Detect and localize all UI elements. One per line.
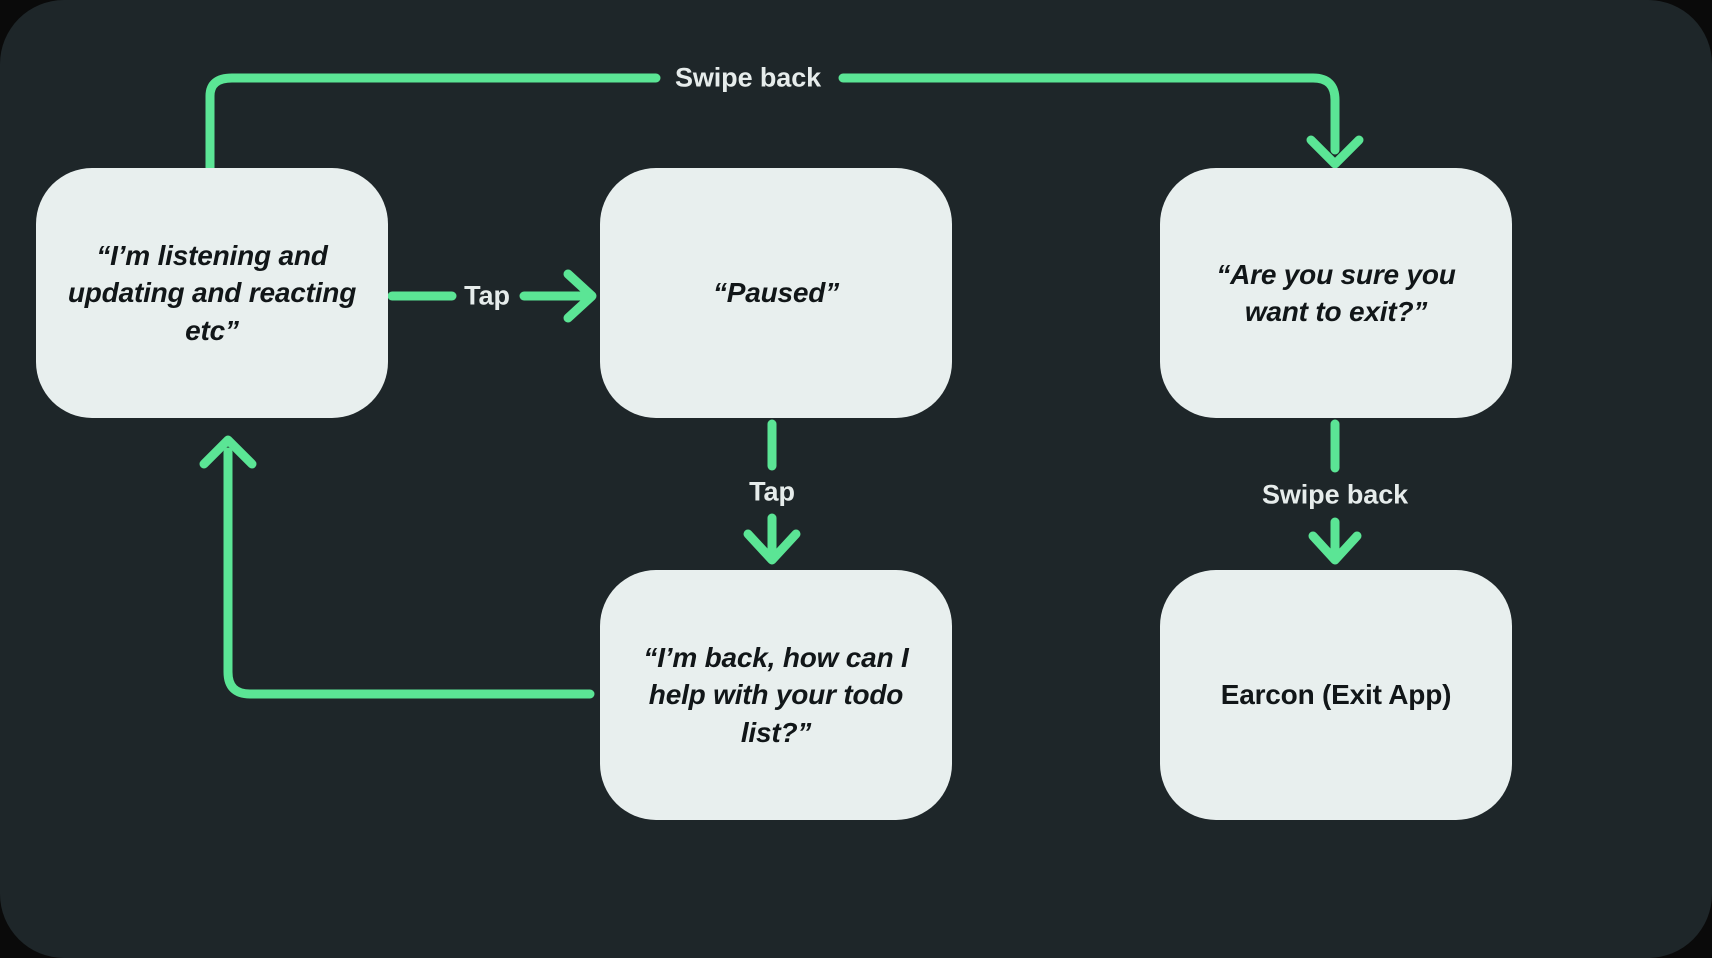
node-paused-label: “Paused” [713, 277, 839, 309]
node-confirm-exit[interactable]: “Are you sure you want to exit?” [1160, 168, 1512, 418]
arrowhead-down-imback [743, 529, 801, 565]
arrowhead-right-paused [563, 269, 597, 323]
connector-swipe-back-top [205, 73, 1364, 173]
node-confirm-exit-label: “Are you sure you want to exit?” [1216, 258, 1456, 327]
connector-swipe-back-exit [1308, 419, 1362, 565]
node-im-back[interactable]: “I’m back, how can I help with your todo… [600, 570, 952, 820]
node-paused[interactable]: “Paused” [600, 168, 952, 418]
connector-path-loopback [223, 447, 595, 699]
arrowhead-down-earcon [1308, 531, 1362, 565]
arrowhead-down-confirm-exit [1306, 135, 1364, 169]
connector-path-right [838, 73, 1340, 155]
node-listening-label: “I’m listening and updating and reacting… [67, 240, 357, 346]
node-earcon-exit-label: Earcon (Exit App) [1220, 679, 1452, 711]
connector-tap-paused-imback [743, 419, 801, 565]
edge-label-tap-paused-imback: Tap [749, 476, 795, 507]
node-listening[interactable]: “I’m listening and updating and reacting… [36, 168, 388, 418]
node-im-back-label: “I’m back, how can I help with your todo… [643, 642, 909, 748]
edge-label-tap-listening-paused: Tap [464, 280, 510, 311]
edge-label-swipe-back-top: Swipe back [674, 62, 822, 93]
connector-path-left [205, 73, 661, 173]
edge-label-swipe-back-exit: Swipe back [1261, 479, 1409, 510]
connector-imback-to-listening [199, 435, 595, 699]
connector-tap-listening-paused [387, 269, 597, 323]
arrowhead-up-listening [199, 435, 257, 469]
node-earcon-exit[interactable]: Earcon (Exit App) [1160, 570, 1512, 820]
